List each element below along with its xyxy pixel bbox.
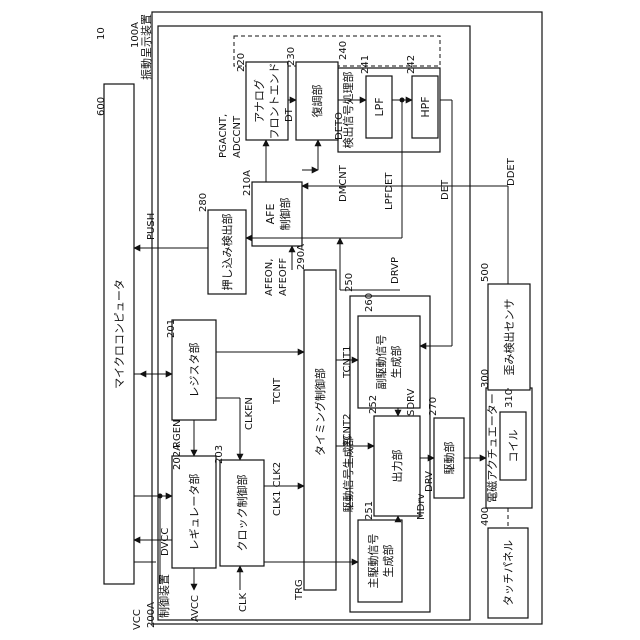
clock-label: クロック制御部	[235, 475, 249, 552]
clk-signal: CLK	[238, 592, 249, 612]
ref-actuator: 300	[480, 369, 491, 388]
regulator-label: レギュレータ部	[187, 474, 201, 551]
ref-regulator: 202A	[172, 444, 183, 470]
pgacnt-signal: PGACNT,	[218, 114, 229, 158]
ref-device: 100A	[130, 22, 141, 48]
tcnt2-signal: TCNT2	[342, 414, 353, 447]
push-signal: PUSH	[146, 213, 157, 240]
ref-afe: 220	[236, 53, 247, 72]
drvp-signal: DRVP	[390, 257, 401, 284]
output-label: 出力部	[390, 450, 404, 483]
vcc-signal: VCC	[132, 609, 143, 630]
push-det-label: 押し込み検出部	[220, 214, 234, 291]
hpf-label: HPF	[419, 96, 432, 117]
afeon-signal: AFEON,	[264, 259, 275, 296]
sub-gen-label-1: 副駆動信号	[374, 335, 388, 390]
mcu-label: マイクロコンピュータ	[113, 279, 126, 389]
ref-hpf: 242	[406, 55, 417, 74]
strain-label: 歪み検出センサ	[502, 299, 516, 376]
register-label: レジスタ部	[187, 343, 201, 398]
afe-ctrl-label-2: 制御部	[278, 198, 292, 231]
demod-label: 復調部	[310, 85, 324, 118]
ref-system: 10	[96, 27, 107, 40]
ref-lpf: 241	[360, 55, 371, 74]
adccnt-signal: ADCCNT	[232, 115, 243, 158]
afeoff-signal: AFEOFF	[278, 257, 289, 296]
clken-signal: CLKEN	[244, 397, 255, 430]
ref-clock: 203	[214, 445, 225, 464]
ref-mcu: 600	[96, 97, 107, 116]
tcnt-signal: TCNT	[272, 377, 283, 405]
drive-gen-group-label: 駆動信号生成部	[341, 436, 355, 513]
ref-coil: 310	[504, 389, 515, 408]
ref-register: 201	[166, 319, 177, 338]
sub-gen-label-2: 生成部	[389, 346, 403, 379]
ref-control: 200A	[146, 602, 157, 628]
ref-demod: 230	[286, 47, 297, 66]
timing-ctrl-label: タイミング制御部	[313, 368, 327, 456]
ddet-signal: DDET	[506, 157, 517, 186]
afe-ctrl-label-1: AFE	[264, 204, 277, 225]
main-gen-label-1: 主駆動信号	[366, 534, 380, 589]
afe-label-1: アナログ	[252, 79, 266, 123]
ref-sub-gen: 260	[364, 293, 375, 312]
ref-timing-ctrl: 290A	[296, 244, 307, 270]
touch-label: タッチパネル	[502, 540, 515, 606]
lpf-label: LPF	[373, 97, 386, 116]
clk1-clk2-signal: CLK1 CLK2	[272, 462, 283, 516]
det-signal: DET	[440, 179, 451, 200]
dt-signal: DT	[284, 107, 295, 122]
mdrv-signal: MDrv	[416, 494, 427, 520]
rgen-signal: RGEN	[172, 420, 183, 449]
trg-signal: TRG	[294, 579, 305, 601]
actuator-label: 電磁アクチュエーター	[486, 393, 499, 502]
ref-touch: 400	[480, 507, 491, 526]
sdrv-signal: SDRV	[406, 389, 417, 416]
ref-main-gen: 251	[364, 501, 375, 520]
coil-label: コイル	[507, 430, 520, 463]
ref-afe-ctrl: 210A	[242, 170, 253, 196]
drive-label: 駆動部	[442, 442, 456, 475]
ref-strain: 500	[480, 263, 491, 282]
dvcc-signal: DVCC	[160, 528, 171, 556]
control-title: 制御装置	[157, 574, 171, 618]
main-gen-block	[358, 520, 402, 602]
device-title: 振動呈示装置	[139, 14, 153, 80]
tcnt1-signal: TCNT1	[342, 346, 353, 379]
ref-timing-frame: 250	[344, 273, 355, 292]
afe-label-2: フロントエンド	[268, 63, 281, 140]
vcc-node	[158, 494, 163, 499]
ref-output: 252	[368, 395, 379, 414]
drv-signal: DRV	[424, 471, 435, 492]
main-gen-label-2: 生成部	[381, 545, 395, 578]
avcc-signal: AVCC	[190, 595, 201, 622]
ref-push-det: 280	[198, 193, 209, 212]
lpfdet-signal: LPFDET	[384, 172, 395, 210]
ref-det-proc: 240	[338, 41, 349, 60]
dmcnt-signal: DMCNT	[338, 164, 349, 202]
deto-signal: DETO	[334, 112, 345, 140]
afe-ctrl-block	[252, 182, 302, 246]
ref-drive: 270	[428, 397, 439, 416]
